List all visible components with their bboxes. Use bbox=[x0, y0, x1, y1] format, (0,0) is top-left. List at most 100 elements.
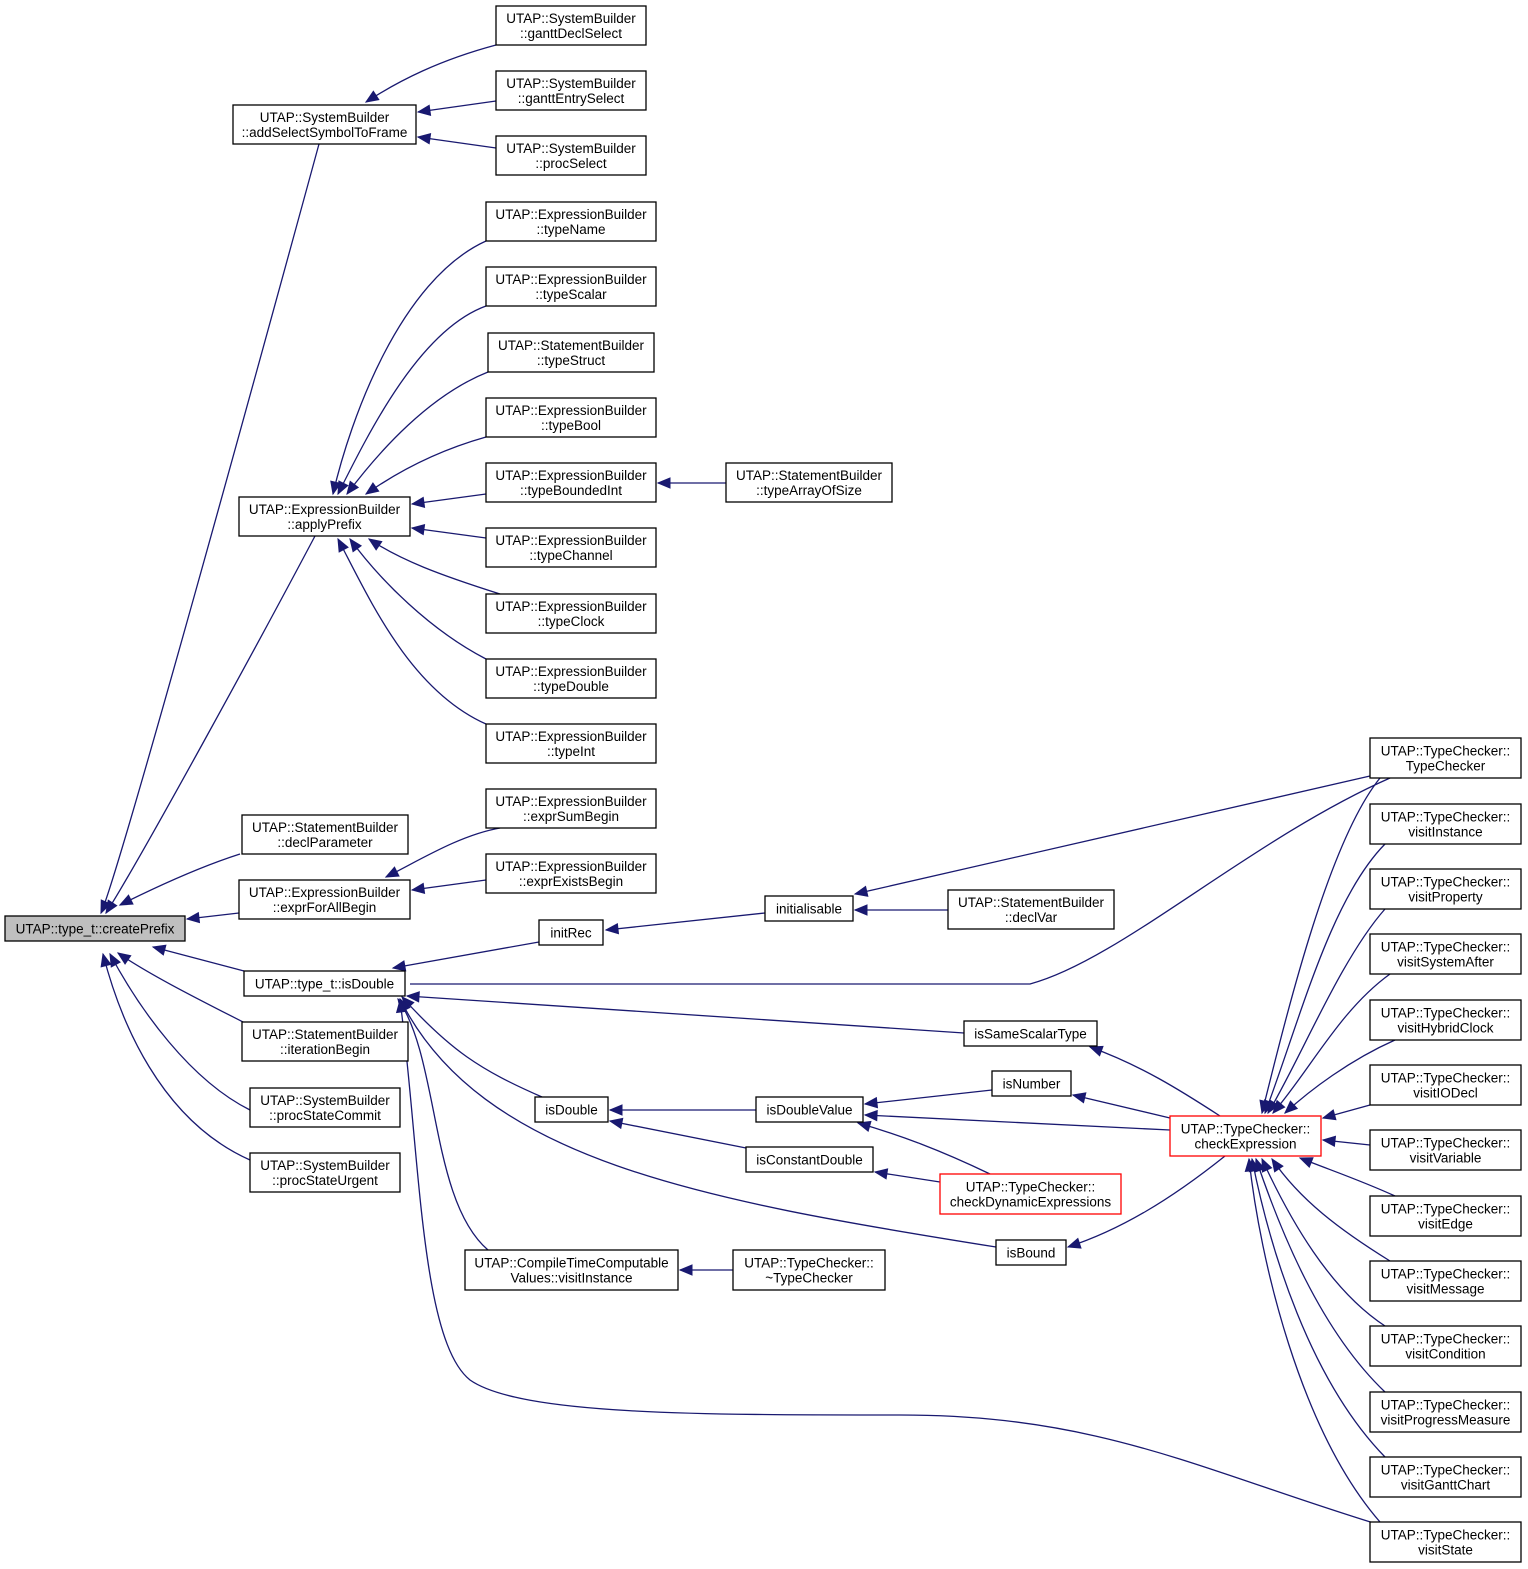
node-typeChannel[interactable]: UTAP::ExpressionBuilder::typeChannel bbox=[485, 527, 657, 568]
edge-line bbox=[401, 996, 543, 1098]
arrowhead-icon bbox=[1321, 1135, 1337, 1148]
node-visitInstance[interactable]: UTAP::TypeChecker::visitInstance bbox=[1369, 803, 1522, 845]
edge-ctcVisitInstance-to-isDoubleT bbox=[397, 997, 489, 1251]
node-visitCondition[interactable]: UTAP::TypeChecker::visitCondition bbox=[1369, 1325, 1522, 1367]
edge-line bbox=[117, 952, 244, 1023]
node-label-line: ::procStateCommit bbox=[269, 1108, 381, 1123]
edge-line bbox=[385, 827, 501, 878]
edge-visitProgressMeasure-to-checkExpression bbox=[1254, 1157, 1386, 1393]
node-declParameter[interactable]: UTAP::StatementBuilder::declParameter bbox=[241, 814, 409, 855]
arrowhead-icon bbox=[337, 537, 349, 553]
edge-exprForAllBegin-to-createPrefix bbox=[185, 911, 240, 924]
node-ctcVisitInstance[interactable]: UTAP::CompileTimeComputableValues::visit… bbox=[464, 1249, 679, 1291]
node-box bbox=[485, 527, 657, 568]
node-exprForAllBegin[interactable]: UTAP::ExpressionBuilder::exprForAllBegin bbox=[238, 879, 411, 920]
node-visitSystemAfter[interactable]: UTAP::TypeChecker::visitSystemAfter bbox=[1369, 933, 1522, 975]
node-iterationBegin[interactable]: UTAP::StatementBuilder::iterationBegin bbox=[241, 1021, 409, 1062]
node-box bbox=[995, 1239, 1067, 1266]
node-typeName[interactable]: UTAP::ExpressionBuilder::typeName bbox=[485, 201, 657, 242]
edge-visitSystemAfter-to-checkExpression bbox=[1272, 973, 1391, 1114]
node-visitGanttChart[interactable]: UTAP::TypeChecker::visitGanttChart bbox=[1369, 1456, 1522, 1498]
node-box bbox=[1369, 1260, 1522, 1302]
node-label-line: visitProperty bbox=[1408, 890, 1483, 905]
node-label-line: visitEdge bbox=[1418, 1217, 1473, 1232]
node-isDoubleT[interactable]: UTAP::type_t::isDouble bbox=[243, 970, 406, 997]
node-label-line: checkDynamicExpressions bbox=[950, 1195, 1112, 1210]
node-isSameScalarType[interactable]: isSameScalarType bbox=[963, 1020, 1098, 1047]
node-isDoubleValue[interactable]: isDoubleValue bbox=[755, 1096, 864, 1123]
node-declVar[interactable]: UTAP::StatementBuilder::declVar bbox=[947, 889, 1115, 930]
node-label-line: UTAP::TypeChecker:: bbox=[1381, 1006, 1511, 1021]
node-label-line: UTAP::SystemBuilder bbox=[260, 110, 390, 125]
node-box bbox=[241, 814, 409, 855]
node-typeStruct[interactable]: UTAP::StatementBuilder::typeStruct bbox=[487, 332, 655, 373]
node-createPrefix[interactable]: UTAP::type_t::createPrefix bbox=[4, 915, 186, 942]
edge-typeScalar-to-applyPrefix bbox=[337, 305, 487, 496]
node-isDouble[interactable]: isDouble bbox=[534, 1096, 609, 1123]
node-typeBool[interactable]: UTAP::ExpressionBuilder::typeBool bbox=[485, 397, 657, 438]
node-box bbox=[1369, 1325, 1522, 1367]
node-isConstantDouble[interactable]: isConstantDouble bbox=[745, 1146, 874, 1173]
node-visitEdge[interactable]: UTAP::TypeChecker::visitEdge bbox=[1369, 1195, 1522, 1237]
node-label-line: ::typeStruct bbox=[537, 353, 606, 368]
node-visitState[interactable]: UTAP::TypeChecker::visitState bbox=[1369, 1521, 1522, 1563]
node-ganttEntrySelect[interactable]: UTAP::SystemBuilder::ganttEntrySelect bbox=[495, 70, 647, 111]
node-box bbox=[947, 889, 1115, 930]
node-typeScalar[interactable]: UTAP::ExpressionBuilder::typeScalar bbox=[485, 266, 657, 307]
node-label-line: ::typeChannel bbox=[529, 548, 612, 563]
node-tcDestructor[interactable]: UTAP::TypeChecker::~TypeChecker bbox=[732, 1249, 886, 1291]
node-box bbox=[485, 853, 657, 894]
node-tcTypeChecker[interactable]: UTAP::TypeChecker::TypeChecker bbox=[1369, 737, 1522, 779]
node-label-line: UTAP::TypeChecker:: bbox=[1381, 875, 1511, 890]
arrowhead-icon bbox=[1261, 1157, 1273, 1173]
node-visitHybridClock[interactable]: UTAP::TypeChecker::visitHybridClock bbox=[1369, 999, 1522, 1041]
edge-visitHybridClock-to-checkExpression bbox=[1284, 1039, 1396, 1114]
node-exprSumBegin[interactable]: UTAP::ExpressionBuilder::exprSumBegin bbox=[485, 788, 657, 829]
edge-typeChannel-to-applyPrefix bbox=[410, 523, 487, 539]
node-label-line: UTAP::ExpressionBuilder bbox=[495, 599, 647, 614]
node-typeInt[interactable]: UTAP::ExpressionBuilder::typeInt bbox=[485, 723, 657, 764]
arrowhead-icon bbox=[410, 523, 426, 536]
node-isNumber[interactable]: isNumber bbox=[991, 1070, 1072, 1097]
node-typeDouble[interactable]: UTAP::ExpressionBuilder::typeDouble bbox=[485, 658, 657, 699]
node-addSelectSymbolToFrame[interactable]: UTAP::SystemBuilder::addSelectSymbolToFr… bbox=[232, 104, 417, 145]
node-procStateUrgent[interactable]: UTAP::SystemBuilder::procStateUrgent bbox=[249, 1152, 401, 1193]
edge-initialisable-to-initRec bbox=[604, 912, 766, 935]
node-typeArrayOfSize[interactable]: UTAP::StatementBuilder::typeArrayOfSize bbox=[725, 462, 893, 503]
node-visitIODecl[interactable]: UTAP::TypeChecker::visitIODecl bbox=[1369, 1064, 1522, 1106]
node-visitProperty[interactable]: UTAP::TypeChecker::visitProperty bbox=[1369, 868, 1522, 910]
node-typeClock[interactable]: UTAP::ExpressionBuilder::typeClock bbox=[485, 593, 657, 634]
node-label-line: UTAP::TypeChecker:: bbox=[1381, 940, 1511, 955]
node-box bbox=[485, 593, 657, 634]
node-typeBoundedInt[interactable]: UTAP::ExpressionBuilder::typeBoundedInt bbox=[485, 462, 657, 503]
node-procStateCommit[interactable]: UTAP::SystemBuilder::procStateCommit bbox=[249, 1087, 401, 1128]
edge-visitEdge-to-checkExpression bbox=[1298, 1157, 1396, 1197]
edge-iterationBegin-to-createPrefix bbox=[116, 952, 244, 1023]
edge-line bbox=[349, 538, 487, 660]
node-label-line: TypeChecker bbox=[1406, 759, 1486, 774]
node-ganttDeclSelect[interactable]: UTAP::SystemBuilder::ganttDeclSelect bbox=[495, 5, 647, 46]
node-applyPrefix[interactable]: UTAP::ExpressionBuilder::applyPrefix bbox=[238, 496, 411, 537]
node-label-line: ::typeName bbox=[536, 222, 605, 237]
edge-line bbox=[1271, 1158, 1391, 1262]
arrowhead-icon bbox=[346, 480, 360, 496]
node-label-line: ::applyPrefix bbox=[287, 517, 362, 532]
node-label-line: visitIODecl bbox=[1413, 1086, 1478, 1101]
node-visitVariable[interactable]: UTAP::TypeChecker::visitVariable bbox=[1369, 1129, 1522, 1171]
node-label-line: ::procStateUrgent bbox=[272, 1173, 378, 1188]
node-visitProgressMeasure[interactable]: UTAP::TypeChecker::visitProgressMeasure bbox=[1369, 1391, 1522, 1433]
node-isBound[interactable]: isBound bbox=[995, 1239, 1067, 1266]
node-checkExpression[interactable]: UTAP::TypeChecker::checkExpression bbox=[1169, 1115, 1322, 1157]
edge-ganttEntrySelect-to-addSelectSymbolToFrame bbox=[416, 100, 497, 116]
node-checkDynamicExpressions[interactable]: UTAP::TypeChecker::checkDynamicExpressio… bbox=[939, 1173, 1122, 1215]
node-label-line: UTAP::TypeChecker:: bbox=[1381, 1071, 1511, 1086]
edge-visitInstance-to-checkExpression bbox=[1264, 843, 1386, 1115]
arrowhead-icon bbox=[391, 960, 407, 972]
node-visitMessage[interactable]: UTAP::TypeChecker::visitMessage bbox=[1369, 1260, 1522, 1302]
node-procSelect[interactable]: UTAP::SystemBuilder::procSelect bbox=[495, 135, 647, 176]
node-initialisable[interactable]: initialisable bbox=[764, 895, 854, 922]
arrowhead-icon bbox=[608, 1104, 623, 1116]
node-exprExistsBegin[interactable]: UTAP::ExpressionBuilder::exprExistsBegin bbox=[485, 853, 657, 894]
node-box bbox=[241, 1021, 409, 1062]
node-initRec[interactable]: initRec bbox=[538, 919, 604, 946]
